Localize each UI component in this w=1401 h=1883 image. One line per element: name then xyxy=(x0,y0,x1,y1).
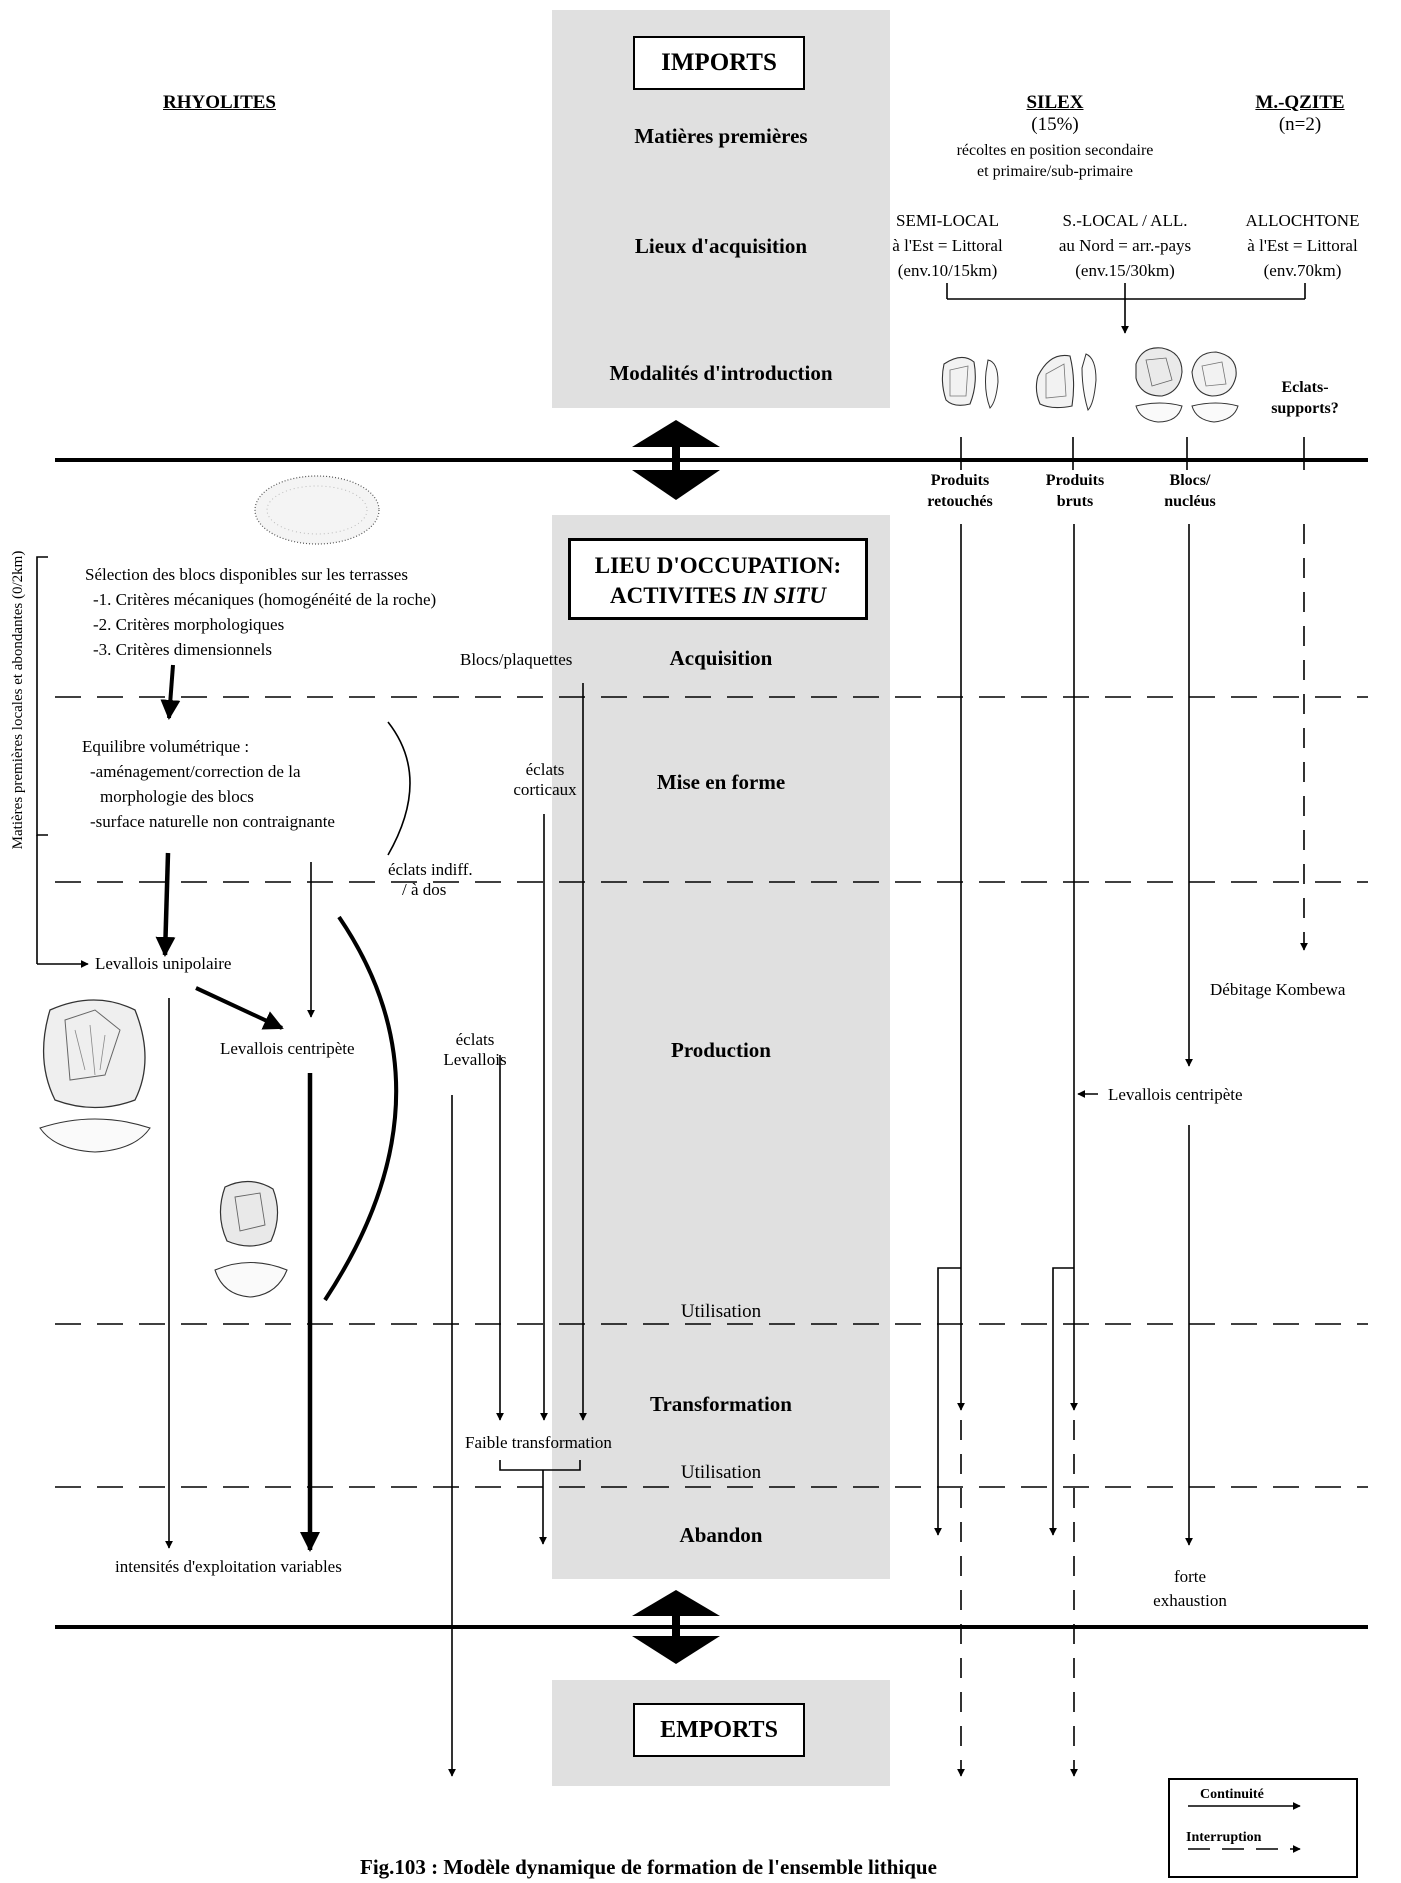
source-semi-local: SEMI-LOCAL à l'Est = Littoral (env.10/15… xyxy=(892,211,1003,280)
levallois-centripete-label: Levallois centripète xyxy=(220,1039,355,1058)
levallois-unipolaire-label: Levallois unipolaire xyxy=(95,954,232,973)
emports-title: EMPORTS xyxy=(660,1717,778,1743)
intensites-label: intensités d'exploitation variables xyxy=(115,1557,342,1576)
debitage-kombewa: Débitage Kombewa xyxy=(1210,980,1346,999)
double-arrow-top xyxy=(632,420,720,500)
double-arrow-bottom xyxy=(632,1590,720,1664)
equilibre-item-3: -surface naturelle non contraignante xyxy=(90,812,335,831)
imports-row-raw-materials: Matières premières xyxy=(634,124,808,148)
stage-abandon: Abandon xyxy=(679,1523,763,1547)
stage-mise-en-forme: Mise en forme xyxy=(656,770,786,794)
mqzite-header: M.-QZITE xyxy=(1255,92,1345,113)
imports-title: IMPORTS xyxy=(661,49,777,76)
silex-percent: (15%) xyxy=(1031,114,1079,135)
occupation-title-line2: ACTIVITES IN SITU xyxy=(609,583,826,608)
equilibre-item-2: morphologie des blocs xyxy=(100,787,254,806)
selection-title: Sélection des blocs disponibles sur les … xyxy=(85,565,408,584)
eclats-levallois-label: éclats Levallois xyxy=(443,1030,507,1069)
stage-separators xyxy=(55,696,1368,1488)
forte-exhaustion: forte exhaustion xyxy=(1153,1567,1227,1610)
stage-transformation: Transformation xyxy=(650,1392,792,1416)
silex-recoltes-2: et primaire/sub-primaire xyxy=(977,163,1133,180)
emports-title-box: EMPORTS xyxy=(633,1703,805,1757)
product-blocs-nucleus: Blocs/ nucléus xyxy=(1164,472,1216,510)
occupation-title-line1: LIEU D'OCCUPATION: xyxy=(594,553,842,578)
imports-title-box: IMPORTS xyxy=(633,36,805,90)
selection-criteria-1: -1. Critères mécaniques (homogénéité de … xyxy=(93,590,437,609)
stage-acquisition: Acquisition xyxy=(669,646,773,670)
rhyolite-flow xyxy=(155,664,587,1777)
imports-row-introduction: Modalités d'introduction xyxy=(609,361,833,385)
selection-criteria-3: -3. Critères dimensionnels xyxy=(93,640,272,659)
stage-production: Production xyxy=(671,1038,771,1062)
legend-interruption: Interruption xyxy=(1186,1830,1262,1845)
eclats-indiff-label: éclats indiff. / à dos xyxy=(388,860,473,899)
levallois-core-illustration xyxy=(39,999,151,1153)
equilibre-brace xyxy=(387,721,411,856)
small-core-illustration xyxy=(214,1180,288,1298)
product-retouches: Produits retouchés xyxy=(927,472,993,510)
silex-recoltes-1: récoltes en position secondaire xyxy=(956,142,1154,159)
nucleus-illustration xyxy=(1135,347,1239,423)
figure-caption: Fig.103 : Modèle dynamique de formation … xyxy=(360,1855,937,1879)
occupation-panel xyxy=(552,515,890,1579)
rhyolites-header: RHYOLITES xyxy=(163,92,276,113)
selection-criteria-2: -2. Critères morphologiques xyxy=(93,615,285,634)
faible-transformation-label: Faible transformation xyxy=(465,1433,612,1452)
silex-header: SILEX xyxy=(1026,92,1084,113)
local-bracket xyxy=(36,556,89,968)
source-s-local: S.-LOCAL / ALL. au Nord = arr.-pays (env… xyxy=(1058,211,1192,280)
stage-utilisation-1: Utilisation xyxy=(680,1301,762,1322)
eclats-supports: Eclats- supports? xyxy=(1271,379,1339,417)
product-bruts: Produits bruts xyxy=(1045,472,1105,510)
raw-flake-illustration xyxy=(1035,353,1097,411)
legend-box: Continuité Interruption xyxy=(1168,1778,1358,1878)
pebble-illustration xyxy=(254,475,380,545)
imports-row-acquisition-places: Lieux d'acquisition xyxy=(634,234,808,258)
blocs-plaquettes-label: Blocs/plaquettes xyxy=(460,650,573,669)
stage-utilisation-2: Utilisation xyxy=(680,1462,762,1483)
equilibre-item-1: -aménagement/correction de la xyxy=(90,762,301,781)
silex-levallois-centripete: Levallois centripète xyxy=(1108,1085,1243,1104)
mqzite-count: (n=2) xyxy=(1278,114,1322,135)
occupation-title-box: LIEU D'OCCUPATION: ACTIVITES IN SITU xyxy=(568,538,868,620)
retouched-flake-illustration xyxy=(941,356,999,409)
legend-arrows xyxy=(1188,1802,1301,1853)
legend-continuite: Continuité xyxy=(1200,1787,1264,1802)
equilibre-title: Equilibre volumétrique : xyxy=(82,737,250,756)
silex-flow xyxy=(934,437,1308,1777)
rhyolites-side-label: Matières premières locales et abondantes… xyxy=(10,550,26,850)
eclats-corticaux-label: éclats corticaux xyxy=(513,760,577,799)
source-allochtone: ALLOCHTONE à l'Est = Littoral (env.70km) xyxy=(1245,211,1360,280)
silex-bracket xyxy=(946,283,1306,334)
